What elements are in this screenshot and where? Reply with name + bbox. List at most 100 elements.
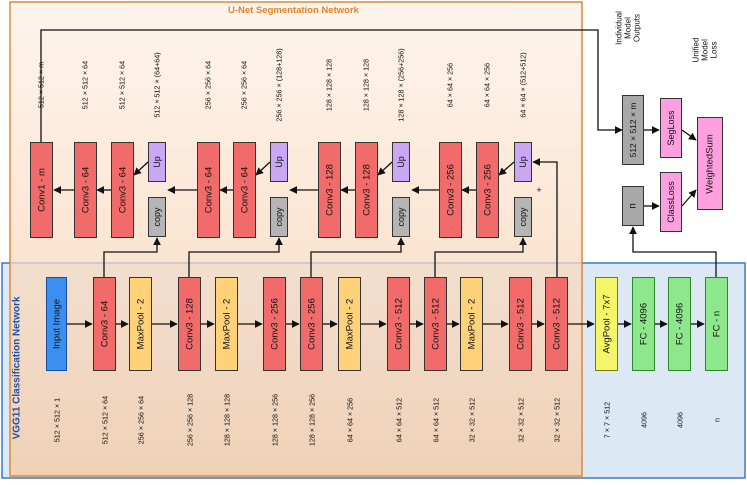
vgg-block-15-label: FC - 4096 xyxy=(674,302,685,346)
unet-up-2: Up xyxy=(392,142,410,182)
unet-up-2-label: Up xyxy=(396,156,406,168)
segloss-block: SegLoss xyxy=(660,98,682,158)
seg-output-block: 512 × 512 × m xyxy=(622,95,644,165)
vgg-block-3-label: Conv3 - 128 xyxy=(184,298,195,350)
unet-block-1-label: Conv3 - 64 xyxy=(80,166,91,214)
seg-output-wire xyxy=(40,29,623,142)
vgg-block-8: Conv3 - 512 xyxy=(387,277,410,371)
vgg-block-6-label: Conv3 - 256 xyxy=(306,298,317,350)
vgg-block-10-label: MaxPool - 2 xyxy=(466,298,477,350)
unet-block-5-label: Conv3 - 64 xyxy=(203,166,214,214)
vgg-dims-10: 32 × 32 × 512 xyxy=(467,397,476,443)
classloss-block-label: ClassLoss xyxy=(666,181,676,223)
classloss-to-weightedsum xyxy=(681,189,697,207)
unet-up-1: Up xyxy=(270,142,288,182)
unet-block-9: Conv3 - 128 xyxy=(318,142,341,238)
unet-dims-6: 256 × 256 × 64 xyxy=(239,60,249,110)
vgg-block-4: MaxPool - 2 xyxy=(215,277,238,371)
unet-title: U-Net Segmentation Network xyxy=(228,5,359,16)
unet-block-10-label: Conv3 - 128 xyxy=(361,164,372,216)
unet-panel xyxy=(9,1,583,477)
unet-dims-0: 512 × 512 × m xyxy=(36,61,46,109)
unet-dims-7: 256 × 256 × (128+128) xyxy=(274,48,284,122)
unet-block-9-label: Conv3 - 128 xyxy=(324,164,335,216)
unet-up-1-label: Up xyxy=(274,156,284,168)
unet-copy-0: copy xyxy=(148,197,166,237)
vgg-block-6: Conv3 - 256 xyxy=(300,277,323,371)
unet-block-0-label: Conv1 - m xyxy=(36,168,47,212)
vgg-block-12: Conv3 - 512 xyxy=(545,277,568,371)
unet-dims-13: 64 × 64 × 256 xyxy=(445,62,455,108)
unet-block-13-label: Conv3 - 256 xyxy=(445,164,456,216)
vgg-dims-16: n xyxy=(712,418,721,422)
vgg-dims-12: 32 × 32 × 512 xyxy=(552,397,561,443)
vgg-block-11-label: Conv3 - 512 xyxy=(515,298,526,350)
unet-block-10: Conv3 - 128 xyxy=(355,142,378,238)
vgg-block-1: Conv3 - 64 xyxy=(93,277,116,371)
unet-dims-10: 128 × 128 × 128 xyxy=(361,58,371,112)
unet-block-0: Conv1 - m xyxy=(30,142,53,238)
vgg-dims-3: 256 × 256 × 128 xyxy=(185,393,194,447)
unet-dims-9: 128 × 128 × 128 xyxy=(324,58,334,112)
unet-block-2-label: Conv3 - 64 xyxy=(117,166,128,214)
vgg-dims-9: 64 × 64 × 512 xyxy=(431,397,440,443)
unet-copy-2-label: copy xyxy=(396,207,406,227)
unet-copy-2: copy xyxy=(392,197,410,237)
unet-block-2: Conv3 - 64 xyxy=(111,142,134,238)
vgg-block-5: Conv3 - 256 xyxy=(263,277,286,371)
vgg-block-16: FC - n xyxy=(705,277,728,371)
unet-block-14: Conv3 - 256 xyxy=(476,142,499,238)
unet-copy-1-label: copy xyxy=(274,207,284,227)
vgg-block-4-label: MaxPool - 2 xyxy=(221,298,232,350)
unet-dims-3: 512 × 512 × (64+64) xyxy=(152,52,162,118)
unet-block-6: Conv3 - 64 xyxy=(233,142,256,238)
unet-arrow-up-1 xyxy=(255,161,271,176)
unet-copy-0-label: copy xyxy=(152,207,162,227)
vgg-block-2-label: MaxPool - 2 xyxy=(135,298,146,350)
vgg-block-10: MaxPool - 2 xyxy=(460,277,483,371)
vgg-dims-7: 64 × 64 × 256 xyxy=(345,397,354,443)
vgg-block-16-label: FC - n xyxy=(711,310,722,338)
segloss-block-label: SegLoss xyxy=(666,110,676,146)
vgg-dims-4: 128 × 128 × 128 xyxy=(222,393,231,447)
skip-connection-2 xyxy=(310,237,405,277)
unet-up-3: Up xyxy=(514,142,532,182)
vgg-block-13-label: AvgPool - 7x7 xyxy=(601,294,612,354)
weightedsum-block-label: WeightedSum xyxy=(704,133,716,194)
classloss-block: ClassLoss xyxy=(660,172,682,232)
unet-copy-1: copy xyxy=(270,197,288,237)
vgg-block-7: MaxPool - 2 xyxy=(338,277,361,371)
class-output-wire xyxy=(629,226,717,277)
unet-block-1: Conv3 - 64 xyxy=(74,142,97,238)
vgg-dims-5: 128 × 128 × 256 xyxy=(270,393,279,447)
skip-connection-3 xyxy=(434,237,527,277)
unet-block-14-label: Conv3 - 256 xyxy=(482,164,493,216)
unified-loss-header: Unified Model Loss xyxy=(691,37,719,63)
unet-block-5: Conv3 - 64 xyxy=(197,142,220,238)
skip-connection-0 xyxy=(103,237,161,277)
unet-dims-15: 64 × 64 × (512+512) xyxy=(518,52,528,118)
unet-plus-1: + xyxy=(292,185,298,195)
vgg-dims-6: 128 × 128 × 256 xyxy=(307,393,316,447)
vgg-dims-1: 512 × 512 × 64 xyxy=(100,395,109,445)
vgg-block-9: Conv3 - 512 xyxy=(424,277,447,371)
vgg-dims-8: 64 × 64 × 512 xyxy=(394,397,403,443)
vgg-block-0: Input Image xyxy=(46,277,67,371)
vgg-block-15: FC - 4096 xyxy=(668,277,691,371)
unet-copy-3-label: copy xyxy=(518,207,528,227)
vgg-block-7-label: MaxPool - 2 xyxy=(344,298,355,350)
unet-arrow-up-0 xyxy=(133,161,149,176)
vgg-dims-14: 4096 xyxy=(639,412,648,428)
vgg-dims-0: 512 × 512 × 1 xyxy=(52,397,61,443)
vgg-block-1-label: Conv3 - 64 xyxy=(99,300,110,348)
unet-plus-3: + xyxy=(536,185,542,195)
vgg-dims-13: 7 × 7 × 512 xyxy=(602,401,611,439)
weightedsum-block: WeightedSum xyxy=(697,117,723,210)
vgg-block-14-label: FC - 4096 xyxy=(638,302,649,346)
vgg-dims-11: 32 × 32 × 512 xyxy=(516,397,525,443)
unet-plus-0: + xyxy=(170,185,176,195)
unet-block-6-label: Conv3 - 64 xyxy=(239,166,250,214)
vgg-block-13: AvgPool - 7x7 xyxy=(595,277,618,371)
vgg-block-11: Conv3 - 512 xyxy=(509,277,532,371)
